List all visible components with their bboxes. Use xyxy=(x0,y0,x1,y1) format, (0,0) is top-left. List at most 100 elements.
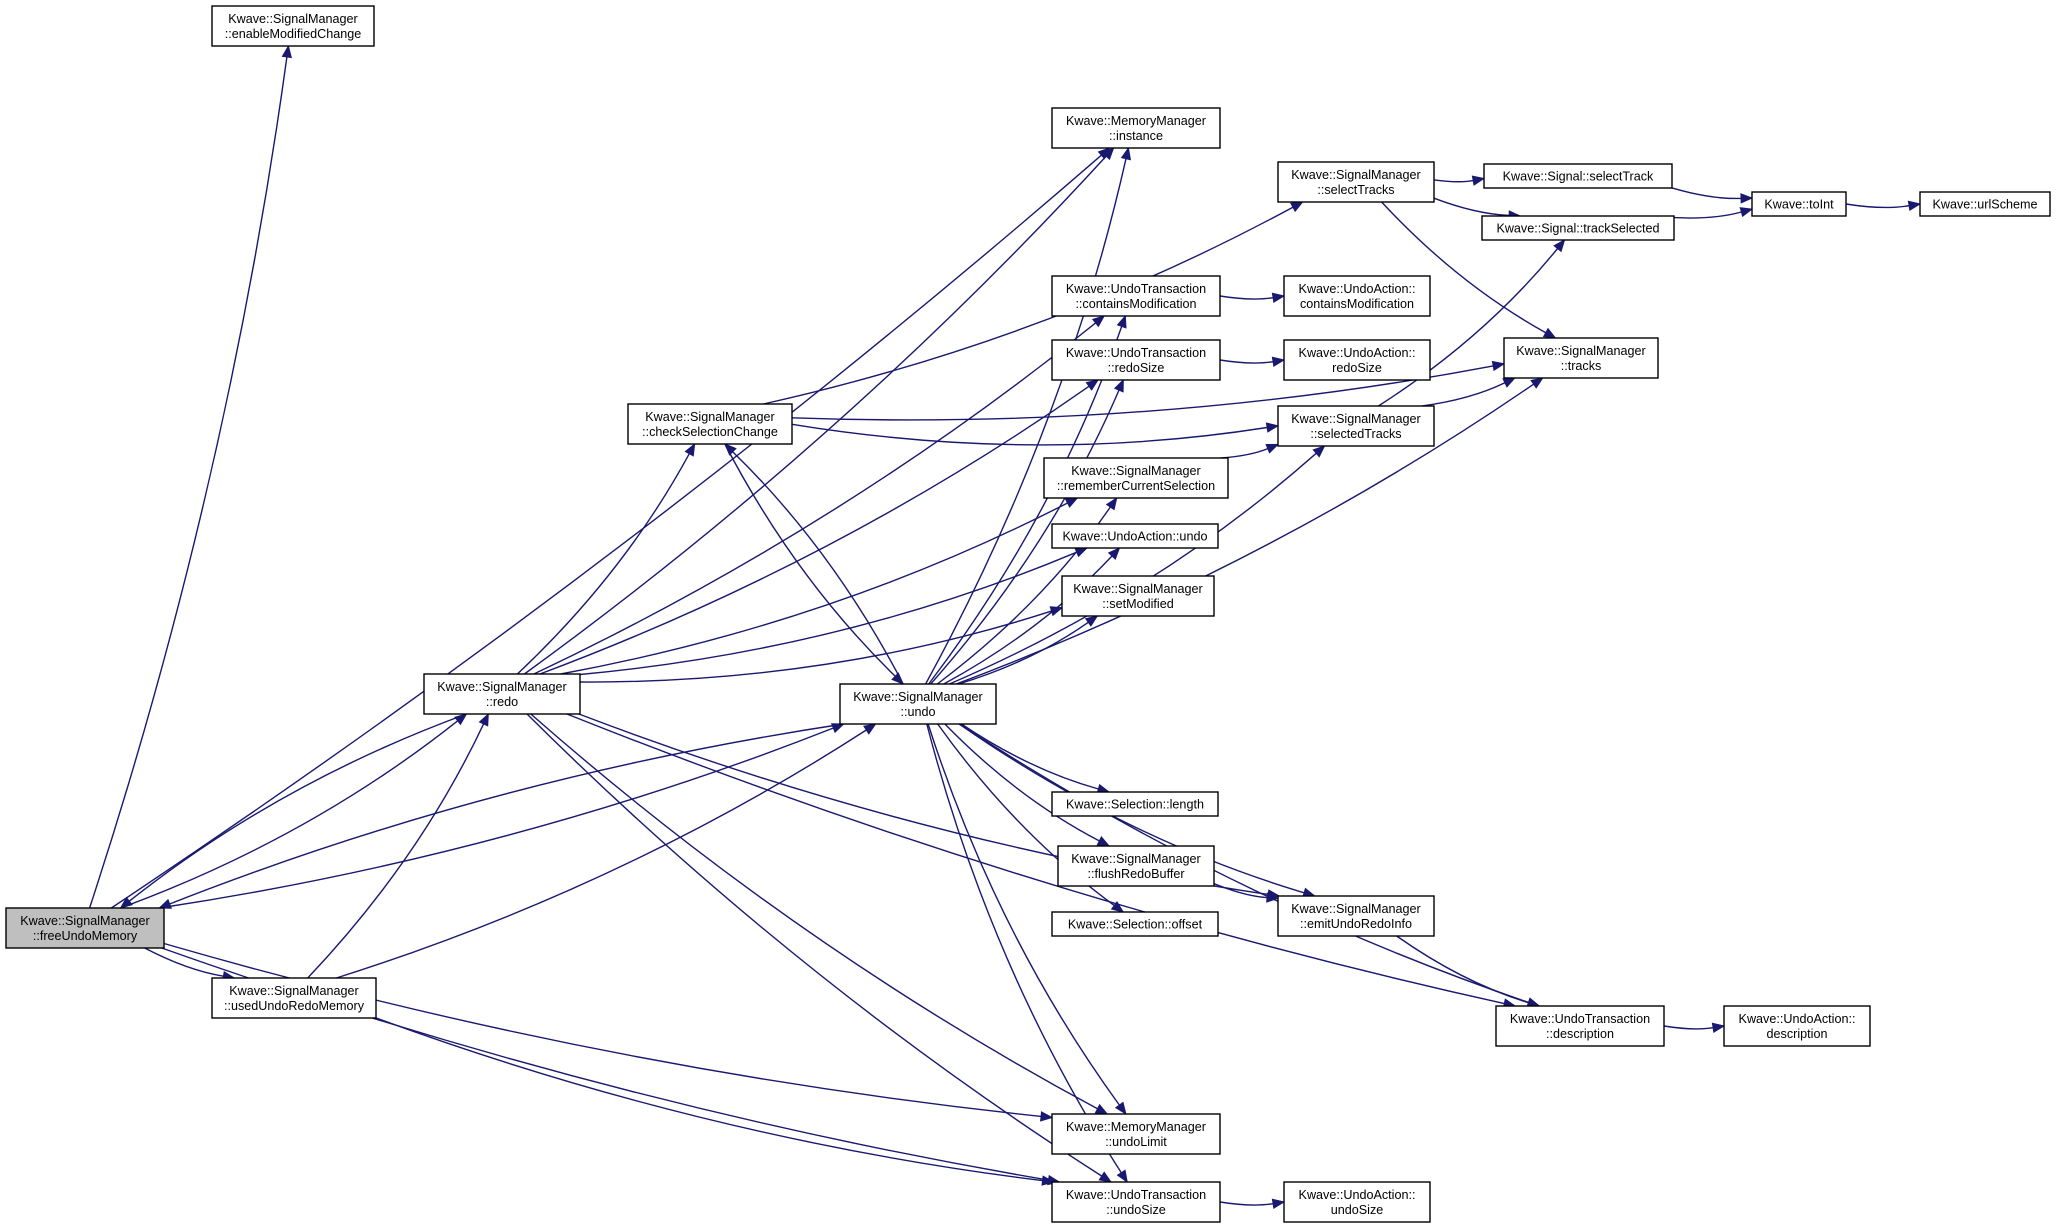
node-label-line: ::selectedTracks xyxy=(1310,427,1401,441)
node-label-line: Kwave::MemoryManager xyxy=(1066,114,1206,128)
node-selectedTracks[interactable]: Kwave::SignalManager::selectedTracks xyxy=(1277,405,1435,447)
edge-line xyxy=(533,322,1097,675)
edge-line xyxy=(144,947,224,977)
edge-line xyxy=(336,729,867,979)
node-urlScheme[interactable]: Kwave::urlScheme xyxy=(1919,191,2051,217)
arrowhead-icon xyxy=(1096,836,1111,847)
edge-undo-to-uaUndo xyxy=(943,547,1121,685)
arrowhead-icon xyxy=(1312,445,1326,458)
node-box xyxy=(839,683,997,725)
node-label-line: Kwave::urlScheme xyxy=(1933,198,2038,212)
node-box xyxy=(1483,163,1673,189)
arrowhead-icon xyxy=(1107,547,1121,560)
edge-line xyxy=(724,443,896,677)
node-selLength[interactable]: Kwave::Selection::length xyxy=(1051,791,1219,817)
node-label-line: ::redoSize xyxy=(1108,361,1165,375)
edge-line xyxy=(159,727,834,909)
node-box xyxy=(423,673,581,715)
node-usedUndoRedoMemory[interactable]: Kwave::SignalManager::usedUndoRedoMemory xyxy=(211,977,377,1019)
node-label-line: Kwave::Selection::length xyxy=(1066,798,1204,812)
nodes-layer: Kwave::SignalManager::freeUndoMemoryKwav… xyxy=(5,5,2051,1223)
arrowhead-icon xyxy=(1907,200,1922,212)
node-label-line: ::checkSelectionChange xyxy=(642,425,778,439)
arrowhead-icon xyxy=(1110,901,1125,913)
node-mmInstance[interactable]: Kwave::MemoryManager::instance xyxy=(1051,107,1221,149)
node-redo[interactable]: Kwave::SignalManager::redo xyxy=(423,673,581,715)
node-enableModifiedChange[interactable]: Kwave::SignalManager::enableModifiedChan… xyxy=(211,5,375,47)
edge-sigSelectTrack-to-toInt xyxy=(1671,187,1754,204)
arrowhead-icon xyxy=(1102,147,1115,161)
node-flushRedoBuffer[interactable]: Kwave::SignalManager::flushRedoBuffer xyxy=(1057,845,1215,887)
arrowhead-icon xyxy=(1711,1022,1726,1034)
node-toInt[interactable]: Kwave::toInt xyxy=(1751,191,1847,217)
edge-redo-to-utUndoSize xyxy=(526,713,1113,1183)
node-box xyxy=(1043,457,1229,499)
node-box xyxy=(1051,107,1221,149)
edge-line xyxy=(566,713,1505,1005)
arrowhead-icon xyxy=(1740,193,1754,204)
node-uaDescription[interactable]: Kwave::UndoAction::description xyxy=(1723,1005,1871,1047)
node-mmUndoLimit[interactable]: Kwave::MemoryManager::undoLimit xyxy=(1051,1113,1221,1155)
arrowhead-icon xyxy=(1116,1169,1128,1184)
node-utRedoSize[interactable]: Kwave::UndoTransaction::redoSize xyxy=(1051,339,1221,381)
arrowhead-icon xyxy=(1091,315,1106,328)
edge-utDescription-to-uaDescription xyxy=(1663,1022,1726,1034)
arrowhead-icon xyxy=(119,896,133,909)
node-selOffset[interactable]: Kwave::Selection::offset xyxy=(1051,911,1219,937)
node-utDescription[interactable]: Kwave::UndoTransaction::description xyxy=(1495,1005,1665,1047)
edge-selectTracks-to-sigSelectTrack xyxy=(1433,175,1486,186)
arrowhead-icon xyxy=(863,723,877,735)
edge-freeUndoMemory-to-mmUndoLimit xyxy=(163,942,1054,1122)
node-tracks[interactable]: Kwave::SignalManager::tracks xyxy=(1503,337,1659,379)
node-box xyxy=(1051,1113,1221,1155)
node-uaUndo[interactable]: Kwave::UndoAction::undo xyxy=(1051,523,1219,549)
edge-line xyxy=(579,551,1078,676)
edge-undo-to-setModified xyxy=(958,615,1099,685)
node-box xyxy=(5,907,165,949)
node-rememberCurrentSelection[interactable]: Kwave::SignalManager::rememberCurrentSel… xyxy=(1043,457,1229,499)
edge-toInt-to-urlScheme xyxy=(1845,200,1922,212)
arrowhead-icon xyxy=(684,442,696,457)
node-freeUndoMemory[interactable]: Kwave::SignalManager::freeUndoMemory xyxy=(5,907,165,949)
node-uaRedoSize[interactable]: Kwave::UndoAction::redoSize xyxy=(1283,339,1431,381)
edge-line xyxy=(937,723,1115,907)
node-label-line: Kwave::UndoTransaction xyxy=(1510,1012,1650,1026)
node-emitUndoRedoInfo[interactable]: Kwave::SignalManager::emitUndoRedoInfo xyxy=(1277,895,1435,937)
node-uaUndoSize[interactable]: Kwave::UndoAction::undoSize xyxy=(1283,1181,1431,1223)
arrowhead-icon xyxy=(1530,377,1544,389)
edge-line xyxy=(958,723,1305,894)
edge-usedUndoRedoMemory-to-utUndoSize xyxy=(375,1017,1055,1186)
node-uaContainsModification[interactable]: Kwave::UndoAction::containsModification xyxy=(1283,275,1431,317)
node-sigSelectTrack[interactable]: Kwave::Signal::selectTrack xyxy=(1483,163,1673,189)
node-sigTrackSelected[interactable]: Kwave::Signal::trackSelected xyxy=(1481,215,1675,241)
node-label-line: Kwave::Signal::selectTrack xyxy=(1503,170,1654,184)
edge-line xyxy=(307,723,485,979)
arrowhead-icon xyxy=(1114,1101,1127,1116)
edge-line xyxy=(1219,295,1274,300)
edge-line xyxy=(958,621,1089,685)
node-setModified[interactable]: Kwave::SignalManager::setModified xyxy=(1061,575,1215,617)
node-label-line: ::containsModification xyxy=(1075,297,1196,311)
node-label-line: Kwave::UndoTransaction xyxy=(1066,282,1206,296)
node-box xyxy=(211,5,375,47)
edge-freeUndoMemory-to-redo xyxy=(120,713,468,909)
edge-line xyxy=(1433,197,1510,217)
edge-redo-to-mmInstance xyxy=(523,147,1115,675)
edge-line xyxy=(120,720,459,909)
node-label-line: description xyxy=(1767,1027,1828,1041)
arrowhead-icon xyxy=(281,44,292,59)
node-utUndoSize[interactable]: Kwave::UndoTransaction::undoSize xyxy=(1051,1181,1221,1223)
edge-line xyxy=(530,713,1098,1110)
edge-line xyxy=(1845,203,1910,209)
node-checkSelectionChange[interactable]: Kwave::SignalManager::checkSelectionChan… xyxy=(627,403,793,445)
edge-line xyxy=(1663,1025,1714,1030)
node-selectTracks[interactable]: Kwave::SignalManager::selectTracks xyxy=(1277,161,1435,203)
node-label-line: Kwave::SignalManager xyxy=(1516,344,1646,358)
node-label-line: Kwave::SignalManager xyxy=(437,680,567,694)
node-label-line: ::flushRedoBuffer xyxy=(1087,867,1184,881)
node-undo[interactable]: Kwave::SignalManager::undo xyxy=(839,683,997,725)
node-utContainsModification[interactable]: Kwave::UndoTransaction::containsModifica… xyxy=(1051,275,1221,317)
arrowhead-icon xyxy=(1739,207,1754,218)
arrowhead-icon xyxy=(1040,1111,1054,1122)
node-box xyxy=(1283,339,1431,381)
